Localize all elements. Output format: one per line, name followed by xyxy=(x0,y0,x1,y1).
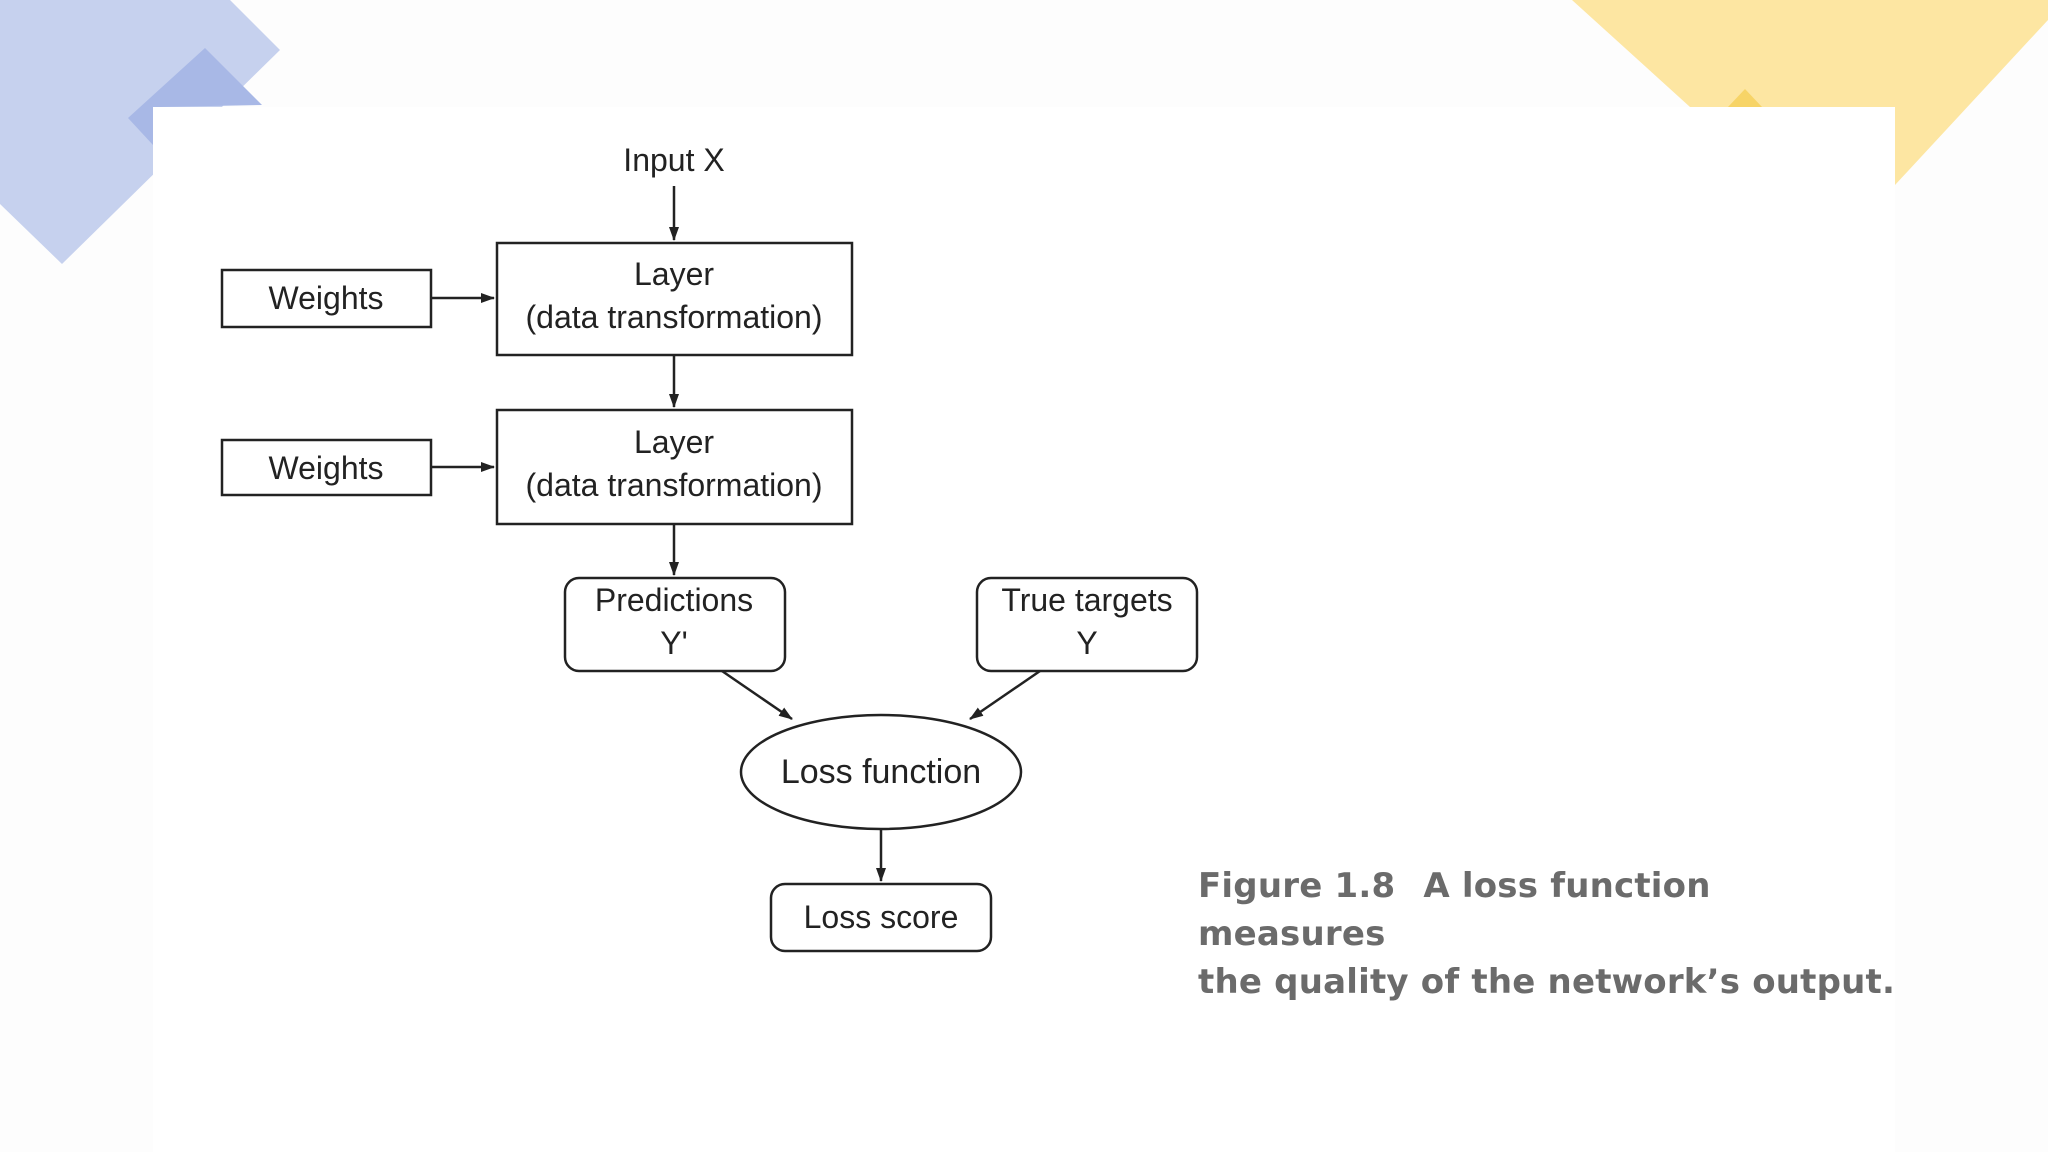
weights-1-box: Weights xyxy=(220,268,433,329)
layer-1-subtitle: (data transformation) xyxy=(525,299,822,335)
true-targets-title: True targets xyxy=(1001,582,1172,618)
arrow-predictions-to-loss xyxy=(721,669,793,721)
predictions-title: Predictions xyxy=(595,582,753,618)
layer-1-box: Layer (data transformation) xyxy=(495,241,854,357)
decor-top-right xyxy=(1572,0,2048,185)
caption-text-1: A loss function measures xyxy=(1198,866,1711,954)
weights-2-label: Weights xyxy=(268,450,383,486)
caption-line-2: the quality of the network’s output. xyxy=(1198,962,1896,1002)
figure-number: Figure 1.8 xyxy=(1198,866,1396,906)
layer-2-box: Layer (data transformation) xyxy=(495,408,854,526)
loss-function-node: Loss function xyxy=(739,713,1023,831)
arrow-targets-to-loss xyxy=(969,669,1041,721)
layer-1-title: Layer xyxy=(634,256,714,292)
predictions-box: Predictions Y' xyxy=(563,576,787,673)
decor-top-left xyxy=(0,0,280,264)
weights-2-box: Weights xyxy=(220,438,433,497)
predictions-symbol: Y' xyxy=(660,625,687,661)
loss-score-label: Loss score xyxy=(804,899,959,935)
true-targets-symbol: Y xyxy=(1076,625,1097,661)
layer-2-subtitle: (data transformation) xyxy=(525,467,822,503)
true-targets-box: True targets Y xyxy=(975,576,1199,673)
layer-2-title: Layer xyxy=(634,424,714,460)
input-x-label: Input X xyxy=(623,142,724,178)
loss-function-label: Loss function xyxy=(781,753,981,791)
loss-score-box: Loss score xyxy=(769,882,993,953)
weights-1-label: Weights xyxy=(268,280,383,316)
